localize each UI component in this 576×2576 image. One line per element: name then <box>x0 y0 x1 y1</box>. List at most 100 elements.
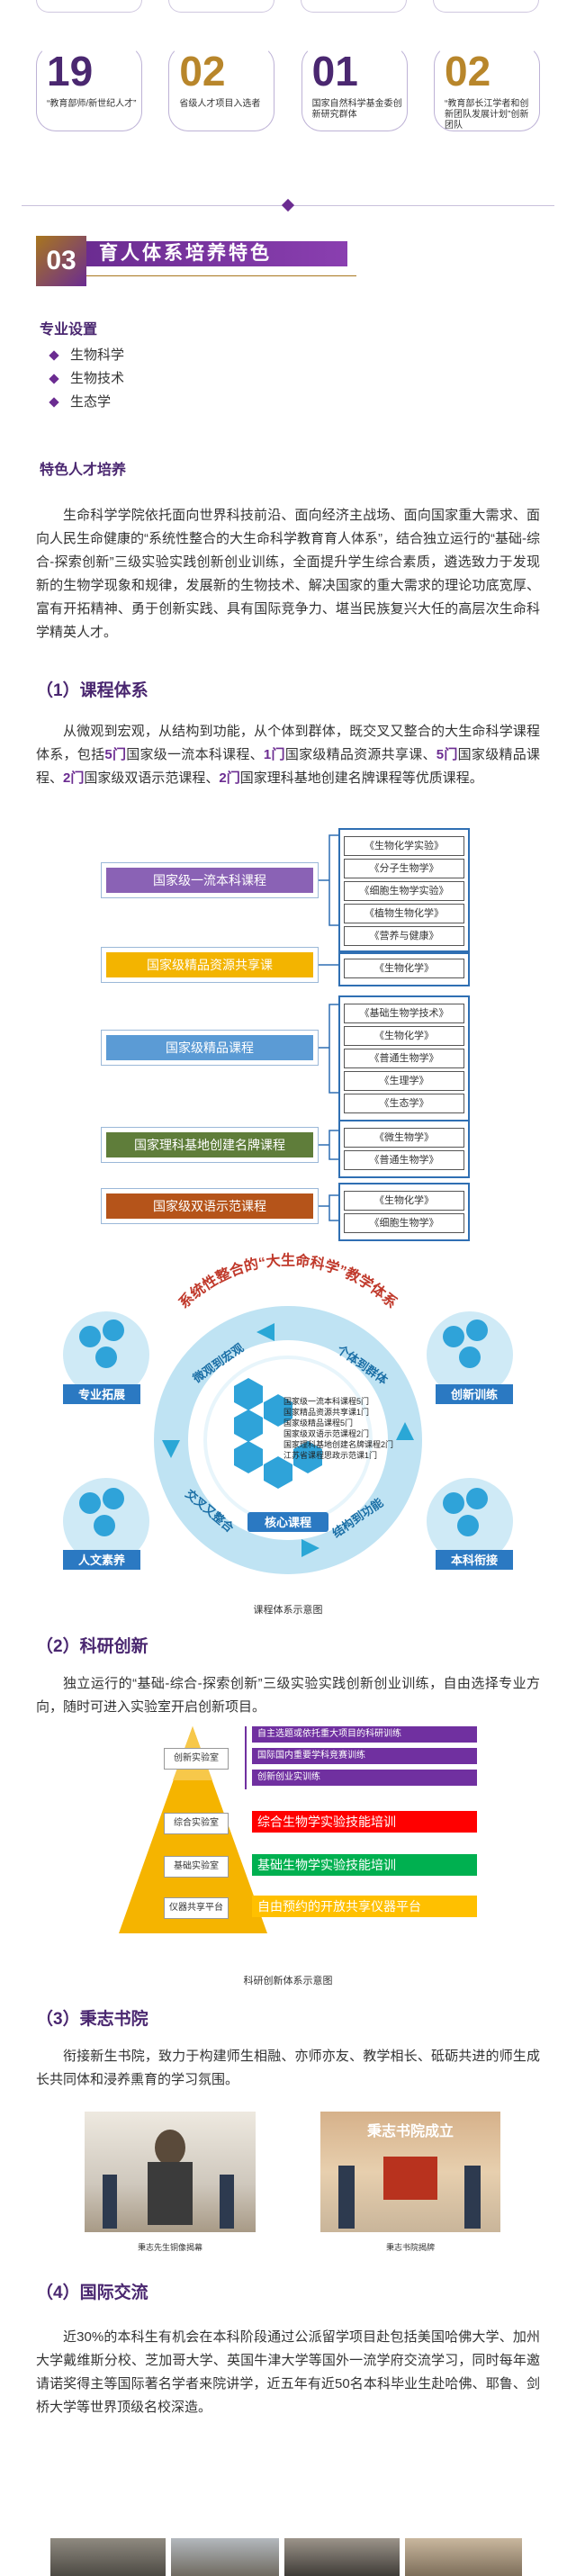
arrow-icon <box>302 1539 320 1557</box>
stat-card: 19 “教育部师/新世纪人才” <box>36 45 142 131</box>
stat-frame <box>433 45 540 131</box>
stat-card: 02 省级人才项目入选者 <box>168 45 275 131</box>
course-group-frame <box>101 947 319 983</box>
arrow-icon <box>256 1323 274 1341</box>
count-highlight: 5门 <box>436 747 458 762</box>
node-dot <box>103 1320 124 1341</box>
plaque-shape <box>383 2157 437 2200</box>
course-group-frame <box>101 1030 319 1066</box>
course-item: 《生态学》 <box>344 1094 464 1113</box>
list-item: 生物技术 <box>47 367 124 391</box>
research-caption: 科研创新体系示意图 <box>243 1976 333 1986</box>
corner-label: 人文素养 <box>78 1554 126 1567</box>
course-list: 《基础生物学技术》 《生物化学》 《普通生物学》 《生理学》 《生态学》 <box>338 995 470 1121</box>
para-text: 国家级一流本科课程、 <box>126 747 264 762</box>
corner-label-box <box>436 1550 513 1570</box>
stat-label: 国家自然科学基金委创新研究群体 <box>311 99 402 120</box>
training-bar: 国际国内重要学科竞赛训练 <box>252 1748 477 1764</box>
corner-label: 专业拓展 <box>78 1388 126 1401</box>
pedestal-shape <box>148 2162 193 2225</box>
connector-lines <box>319 834 338 1221</box>
training-bar: 自由预约的开放共享仪器平台 <box>252 1896 477 1917</box>
para-text: 从微观到宏观，从结构到功能，从个体到群体，既交叉又整合的大生命科学课程体系，包括 <box>36 724 540 762</box>
course-item: 《生物化学实验》 <box>344 836 464 856</box>
course-group-frame <box>101 862 319 898</box>
course-item: 《普通生物学》 <box>344 1049 464 1068</box>
top-card-fragment <box>168 0 274 13</box>
research-pyramid: 创新实验室 综合实验室 基础实验室 仪器共享平台 自主选题或依托重大项目的科研训… <box>119 1726 479 1951</box>
curriculum-caption: 课程体系示意图 <box>253 1605 323 1616</box>
person-shape <box>338 2166 355 2229</box>
person-shape <box>103 2175 117 2229</box>
course-item: 《生理学》 <box>344 1071 464 1091</box>
node-dot <box>79 1326 101 1347</box>
course-list: 《生物化学》 <box>338 950 470 986</box>
training-bar: 综合生物学实验技能培训 <box>252 1811 477 1833</box>
arrow-icon <box>162 1440 180 1458</box>
hexagon <box>234 1378 263 1410</box>
course-item: 《营养与健康》 <box>344 926 464 946</box>
top-card-fragment <box>301 0 407 13</box>
node-dot <box>457 1515 479 1536</box>
para-text: 国家级精品资源共享课、 <box>284 747 436 762</box>
corner-label-box <box>63 1384 140 1404</box>
training-bar: 基础生物学实验技能培训 <box>252 1854 477 1876</box>
course-item: 《细胞生物学实验》 <box>344 881 464 901</box>
corner-label-box <box>436 1384 513 1404</box>
research-heading: （2）科研创新 <box>36 1637 148 1656</box>
photo-exchange <box>171 2538 279 2576</box>
photo-caption: 秉志先生铜像揭幕 <box>137 2243 202 2252</box>
node-dot <box>466 1488 488 1509</box>
corner-label-box <box>63 1550 140 1570</box>
stat-label: 省级人才项目入选者 <box>179 99 261 109</box>
photo-caption: 秉志书院揭牌 <box>385 2243 435 2252</box>
course-item: 《细胞生物学》 <box>344 1213 464 1233</box>
node-dot <box>103 1488 124 1509</box>
course-group-label: 国家理科基地创建名牌课程 <box>106 1132 313 1157</box>
level-box: 仪器共享平台 <box>164 1897 229 1919</box>
talent-heading: 特色人才培养 <box>40 463 127 478</box>
level-box: 创新实验室 <box>164 1748 229 1770</box>
course-item: 《基础生物学技术》 <box>344 1004 464 1023</box>
course-item: 《生物化学》 <box>344 959 464 978</box>
corner-label: 本科衔接 <box>451 1554 498 1567</box>
stat-frame <box>168 45 275 131</box>
photo-exchange <box>405 2538 522 2576</box>
node-dot <box>95 1347 117 1368</box>
stat-label: “教育部长江学者和创新团队发展计划”创新团队 <box>444 99 529 131</box>
course-list: 《生物化学》 《细胞生物学》 <box>338 1183 470 1241</box>
count-highlight: 5门 <box>104 747 127 762</box>
cycle-line: 国家级双语示范课程2门 <box>284 1428 369 1438</box>
list-item: 生态学 <box>47 391 124 414</box>
node-dot <box>443 1492 464 1514</box>
course-list: 《生物化学实验》 《分子生物学》 《细胞生物学实验》 《植物生物化学》 《营养与… <box>338 828 470 954</box>
course-diagram: 国家级一流本科课程 《生物化学实验》 《分子生物学》 《细胞生物学实验》 《植物… <box>101 828 470 1241</box>
cycle-line: 国家级精品课程5门 <box>284 1418 353 1428</box>
count-highlight: 1门 <box>263 747 285 762</box>
course-list: 《微生物学》 《普通生物学》 <box>338 1120 470 1178</box>
photo-exchange <box>50 2538 166 2576</box>
diamond-icon <box>281 198 295 212</box>
course-item: 《普通生物学》 <box>344 1150 464 1170</box>
level-box: 综合实验室 <box>164 1813 229 1834</box>
photo-banner-text: 秉志书院成立 <box>366 2124 454 2139</box>
photo-exchange <box>284 2538 400 2576</box>
academy-heading: （3）秉志书院 <box>36 2010 148 2029</box>
course-item: 《植物生物化学》 <box>344 904 464 923</box>
stat-value: 02 <box>179 48 226 95</box>
majors-heading: 专业设置 <box>40 322 98 338</box>
node-dot <box>443 1326 464 1347</box>
training-bar: 自主选题或依托重大项目的科研训练 <box>252 1726 477 1743</box>
curriculum-paragraph: 从微观到宏观，从结构到功能，从个体到群体，既交叉又整合的大生命科学课程体系，包括… <box>36 720 540 790</box>
stat-card: 01 国家自然科学基金委创新研究群体 <box>301 45 408 131</box>
photo-statue-unveiling <box>85 2112 256 2232</box>
corner-label: 创新训练 <box>450 1388 498 1401</box>
course-group-frame <box>101 1188 319 1224</box>
academy-paragraph: 衔接新生书院，致力于构建师生相融、亦师亦友、教学相长、砥砺共进的师生成长共同体和… <box>36 2049 540 2087</box>
bracket <box>245 1726 247 1789</box>
cycle-center: 核心课程 <box>265 1516 311 1529</box>
section-title: 育人体系培养特色 <box>86 241 347 266</box>
para-text: 国家级精品课程、 <box>36 747 540 786</box>
photo-plaque-unveiling: 秉志书院成立 <box>320 2112 500 2232</box>
stat-value: 02 <box>444 48 491 95</box>
